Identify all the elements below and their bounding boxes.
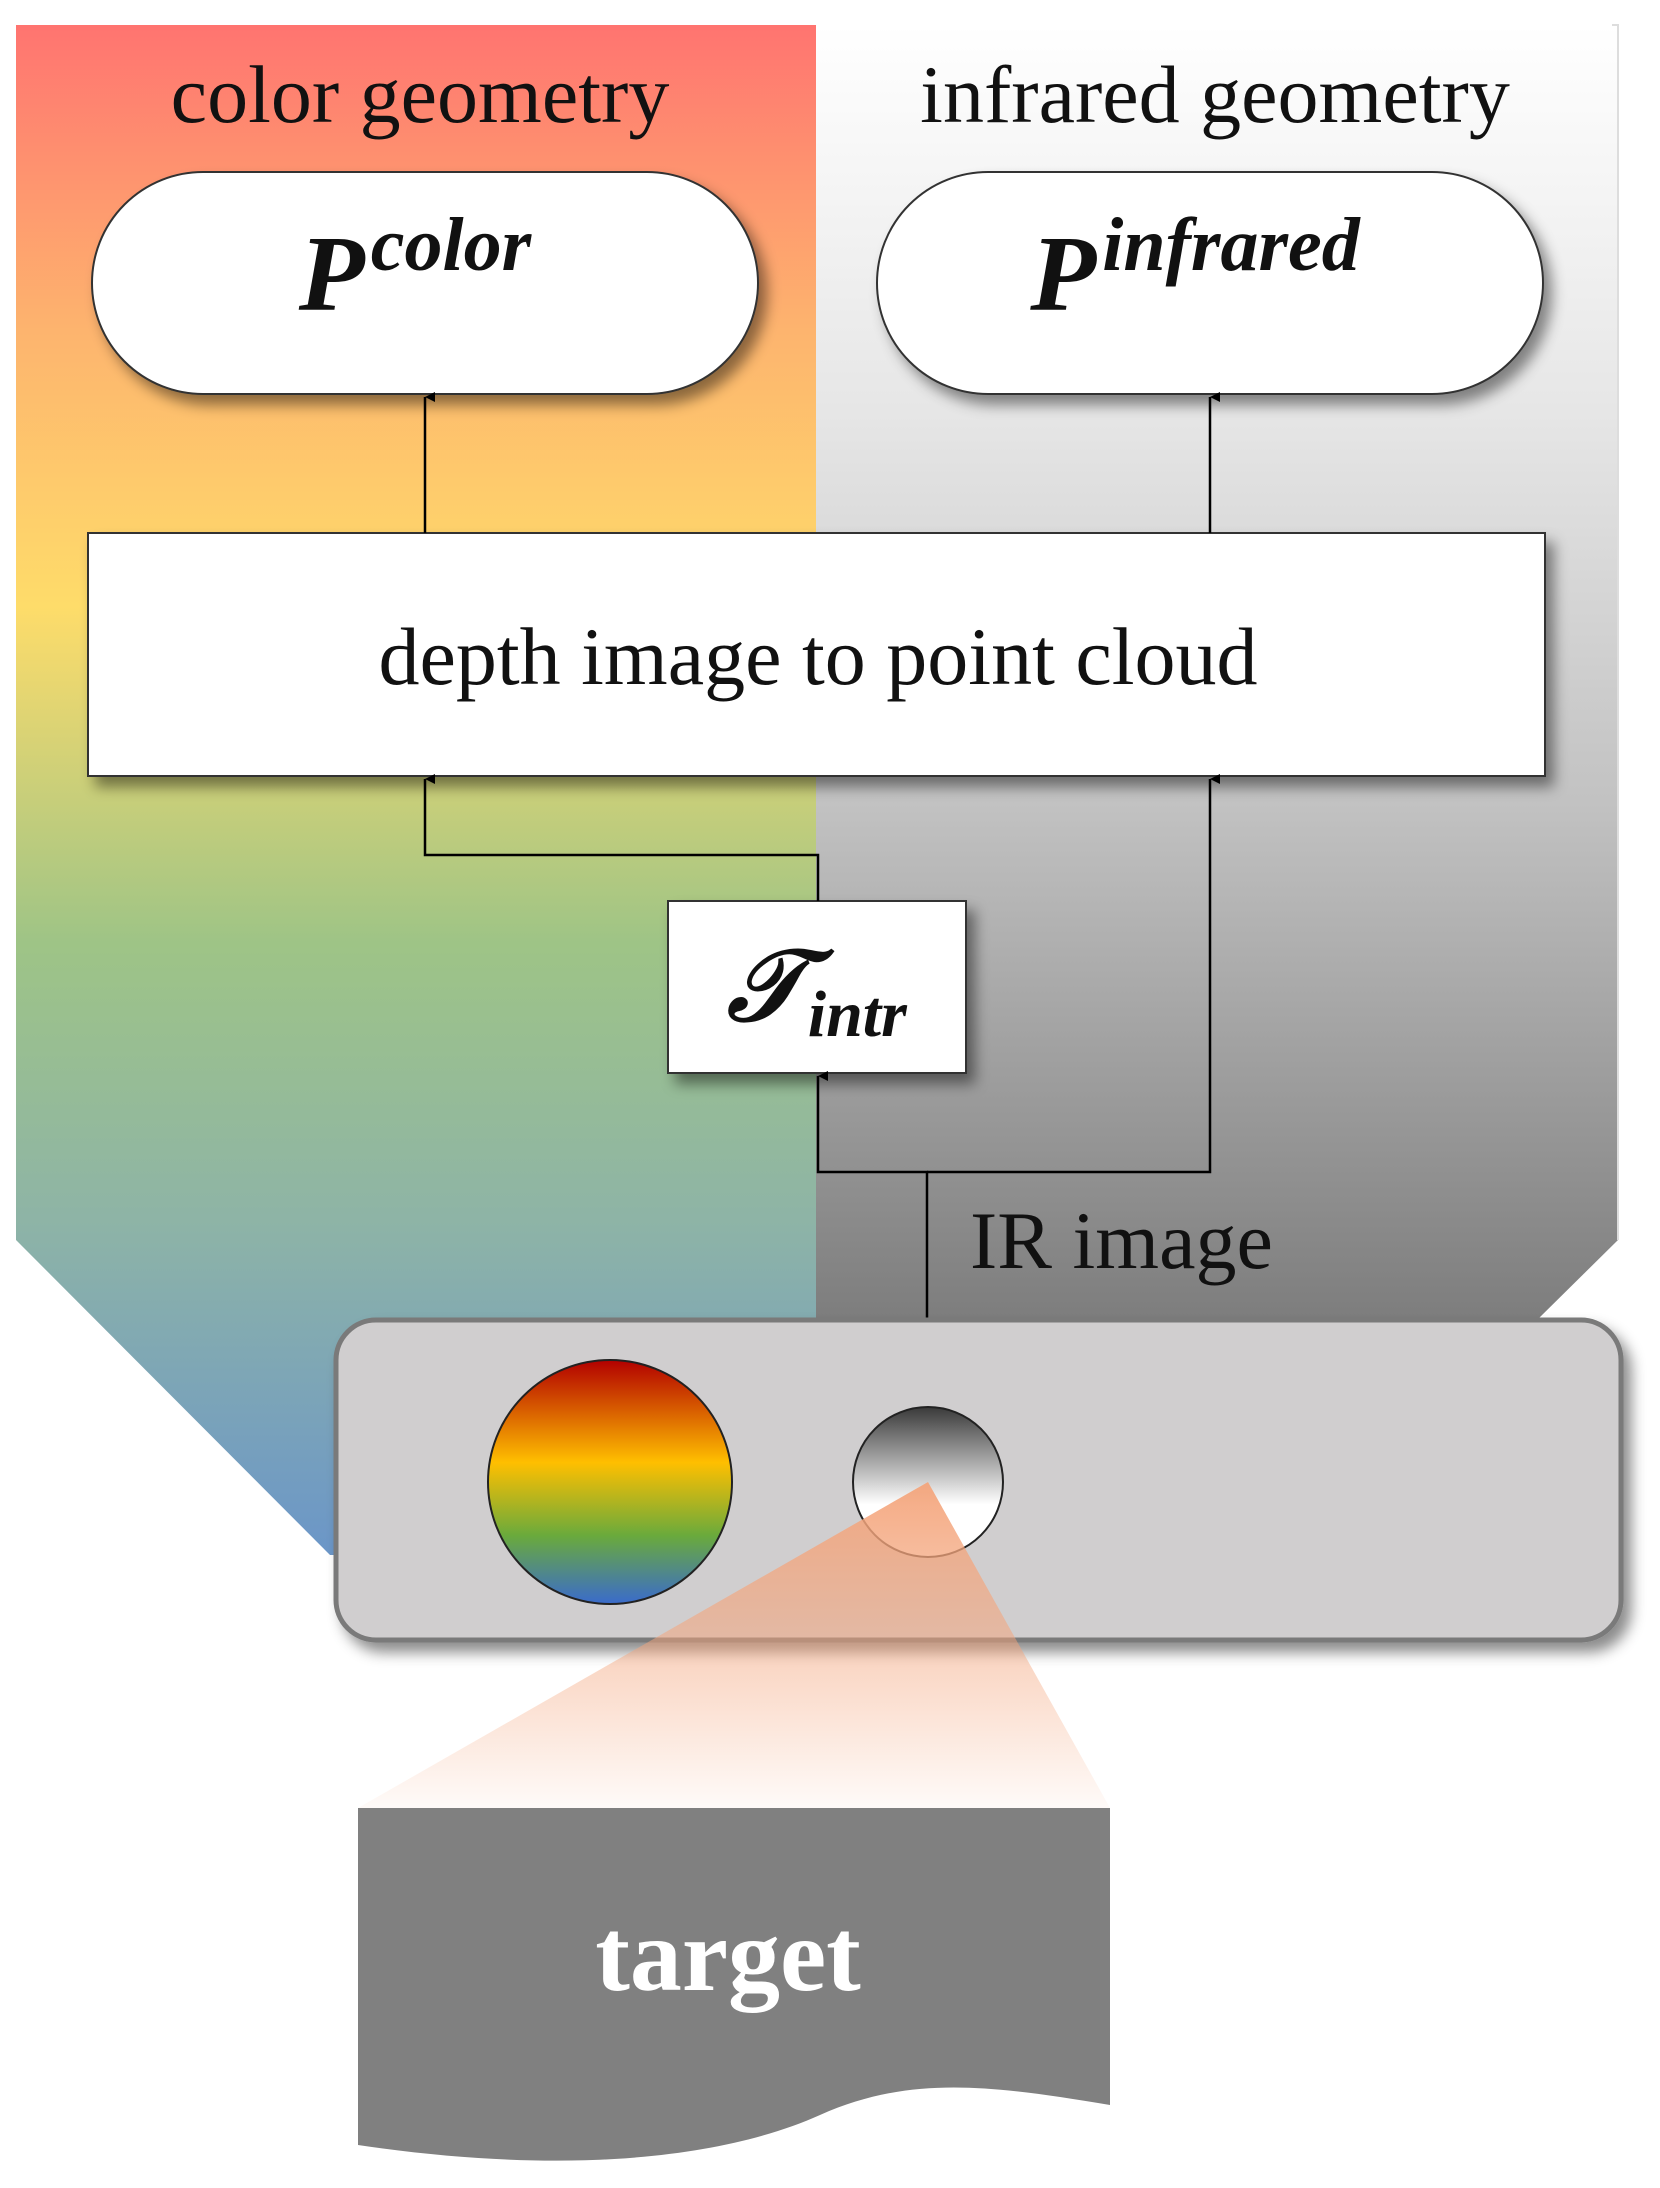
color-geometry-region <box>16 25 816 1555</box>
infrared-point-cloud-node: Pinfrared <box>876 171 1544 395</box>
ir-projection-beam <box>358 1482 1110 1808</box>
rgb-camera-lens <box>487 1359 733 1605</box>
depth-to-point-cloud-label: depth image to point cloud <box>378 611 1257 702</box>
ir-image-label: IR image <box>970 1195 1273 1286</box>
intrinsic-transform-box: 𝒯intr <box>667 900 967 1074</box>
infrared-point-cloud-label: Pinfrared <box>1029 203 1361 334</box>
depth-to-point-cloud-box: depth image to point cloud <box>87 532 1546 777</box>
arrow-ir-to-process <box>927 774 1220 1174</box>
intrinsic-transform-subscript: intr <box>808 978 908 1051</box>
target-label: target <box>595 1898 861 2013</box>
color-geometry-title: color geometry <box>171 49 670 140</box>
arrow-transform-to-process <box>423 774 820 901</box>
infrared-region-border <box>1612 24 1619 1240</box>
infrared-point-cloud-superscript: infrared <box>1102 203 1361 287</box>
infrared-geometry-title: infrared geometry <box>920 49 1510 140</box>
infrared-point-cloud-symbol: P <box>1029 215 1097 334</box>
color-point-cloud-node: Pcolor <box>91 171 759 395</box>
target-object: target <box>358 1808 1110 2161</box>
color-point-cloud-symbol: P <box>298 215 366 334</box>
color-point-cloud-label: Pcolor <box>298 203 533 334</box>
arrow-ir-to-transform <box>816 1071 929 1408</box>
color-point-cloud-superscript: color <box>371 203 533 287</box>
